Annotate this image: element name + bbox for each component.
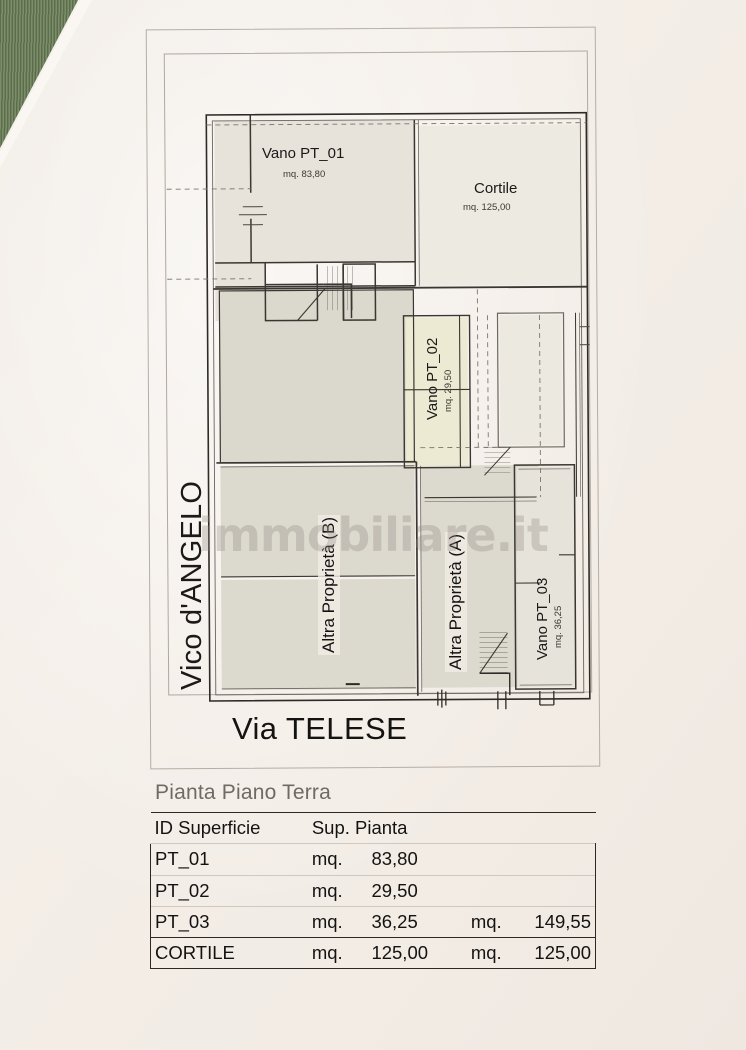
staircase-mid-right xyxy=(484,445,511,476)
cell-id: CORTILE xyxy=(149,937,308,970)
cell-total xyxy=(530,874,597,907)
cell-value: 36,25 xyxy=(367,905,467,938)
cell-total: 125,00 xyxy=(530,937,597,970)
staircase-upper xyxy=(297,266,354,321)
dashed-lines xyxy=(166,122,587,497)
table-row: PT_01 mq. 83,80 xyxy=(149,843,597,876)
cell-value: 29,50 xyxy=(367,874,467,907)
openings xyxy=(345,672,555,710)
table-row: CORTILE mq. 125,00 mq. 125,00 xyxy=(149,937,597,970)
interior-walls xyxy=(213,114,588,696)
room-area-vano-pt-03: mq. 36,25 xyxy=(553,605,564,648)
room-label-vano-pt-03: Vano PT_03 xyxy=(534,577,551,660)
table-row: PT_03 mq. 36,25 mq. 149,55 xyxy=(149,905,597,938)
table-row: PT_02 mq. 29,50 xyxy=(149,874,597,907)
room-label-cortile: Cortile xyxy=(474,180,518,197)
cell-total-unit xyxy=(466,874,531,907)
cell-value: 83,80 xyxy=(367,843,467,876)
table-header-row: ID Superficie Sup. Pianta xyxy=(150,811,596,844)
label-altra-proprieta-b: Altra Proprietà (B) xyxy=(318,514,340,655)
cell-unit: mq. xyxy=(307,905,368,938)
cell-value: 125,00 xyxy=(367,937,467,970)
cell-total xyxy=(530,843,597,876)
header-blank-1 xyxy=(466,811,531,844)
surface-table-wrapper: ID Superficie Sup. Pianta PT_01 mq. 83,8… xyxy=(149,811,597,970)
room-area-vano-pt-01: mq. 83,80 xyxy=(283,169,326,180)
building-outline xyxy=(205,111,591,702)
room-label-vano-pt-02: Vano PT_02 xyxy=(424,337,441,420)
street-label-vico-dangelo: Vico d'ANGELO xyxy=(176,480,208,690)
room-area-vano-pt-02: mq. 29,50 xyxy=(443,369,454,412)
surface-table: ID Superficie Sup. Pianta PT_01 mq. 83,8… xyxy=(149,811,597,970)
plan-caption: Pianta Piano Terra xyxy=(155,781,331,804)
cell-id: PT_03 xyxy=(149,905,308,938)
cell-total-unit: mq. xyxy=(466,905,531,938)
floor-plan-drawing xyxy=(166,111,591,710)
label-altra-proprieta-a: Altra Proprietà (A) xyxy=(445,531,467,672)
scan-edge-artifact xyxy=(0,0,78,148)
cell-id: PT_02 xyxy=(149,874,308,907)
cell-unit: mq. xyxy=(307,843,368,876)
room-fills xyxy=(214,119,583,690)
header-sup-pianta: Sup. Pianta xyxy=(307,811,467,844)
header-id-superficie: ID Superficie xyxy=(150,811,308,844)
cell-unit: mq. xyxy=(307,937,368,970)
staircase-lower-right xyxy=(479,629,508,674)
street-label-via-telese: Via TELESE xyxy=(232,711,408,746)
cell-total: 149,55 xyxy=(530,905,597,938)
room-label-vano-pt-01: Vano PT_01 xyxy=(262,145,345,162)
cell-id: PT_01 xyxy=(149,843,308,876)
cell-total-unit xyxy=(466,843,531,876)
cell-unit: mq. xyxy=(307,874,368,907)
header-blank-2 xyxy=(530,811,596,844)
cell-total-unit: mq. xyxy=(466,937,531,970)
wall-ticks xyxy=(238,206,590,346)
room-area-cortile: mq. 125,00 xyxy=(463,202,511,213)
